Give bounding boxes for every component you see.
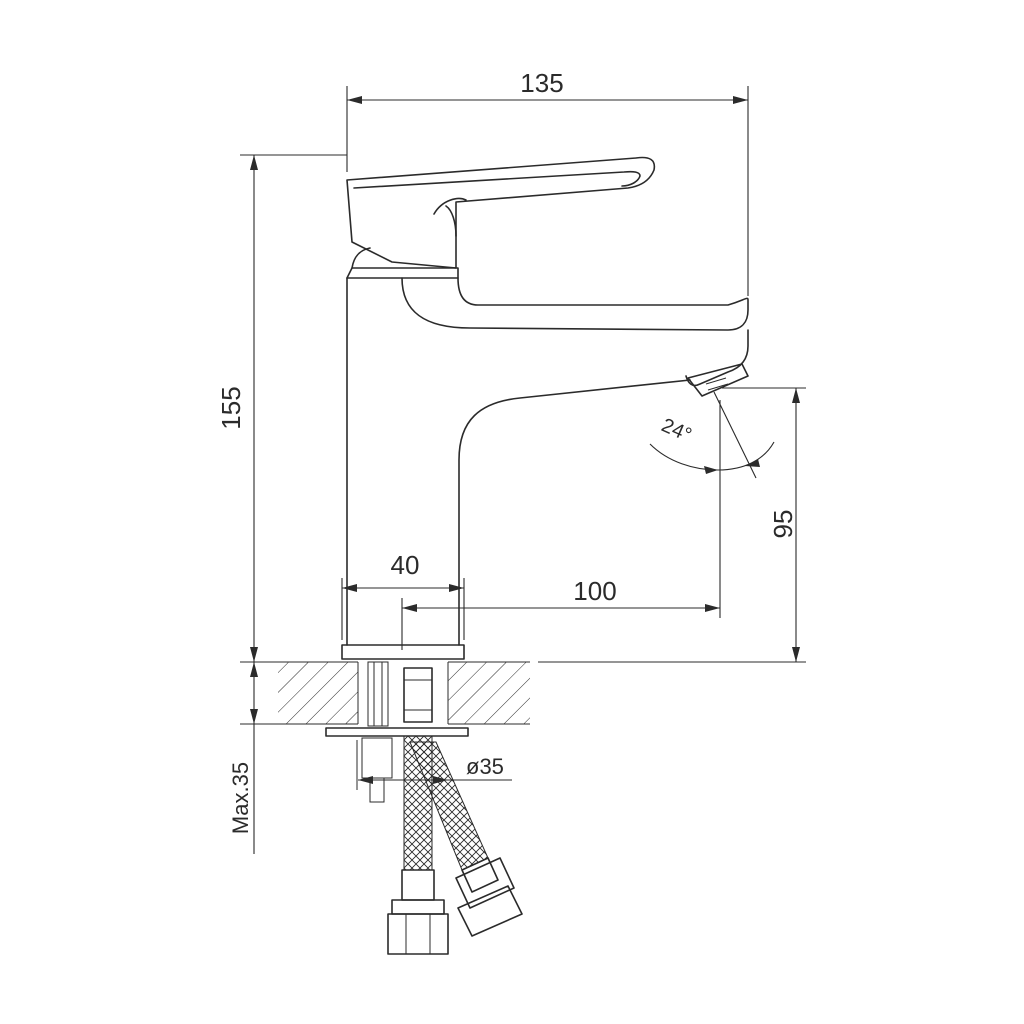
dim-width-total: 135 [346, 68, 749, 296]
dim-spout-height: 95 [538, 387, 806, 663]
dim-hose-diameter: ø35 [358, 754, 512, 784]
mounting-hardware [325, 661, 523, 955]
label-spout-reach: 100 [573, 576, 616, 606]
faucet-body [341, 247, 749, 660]
label-spout-height: 95 [768, 510, 798, 539]
label-max-counter: Max.35 [228, 762, 253, 834]
label-hose-diameter: ø35 [466, 754, 504, 779]
label-base-width: 40 [391, 550, 420, 580]
dim-max-counter: Max.35 [228, 662, 278, 854]
dim-height-total: 155 [216, 154, 347, 663]
dim-spout-reach: 100 [401, 400, 721, 650]
dim-base-width: 40 [341, 550, 465, 640]
label-width-total: 135 [520, 68, 563, 98]
lever-handle [346, 156, 656, 269]
label-spout-angle: 24° [658, 414, 695, 446]
dim-spout-angle: 24° [649, 391, 775, 479]
label-height-total: 155 [216, 386, 246, 429]
